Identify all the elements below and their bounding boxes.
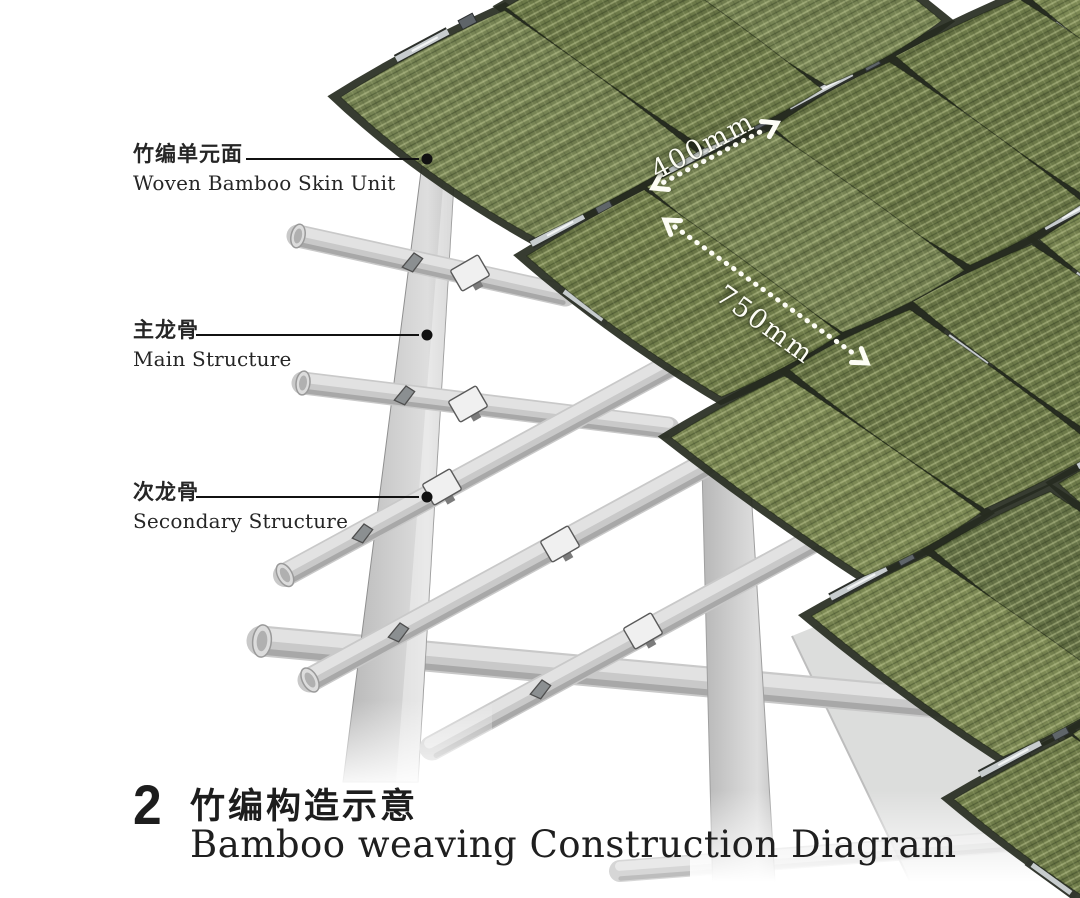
tube-bracket-clip <box>351 523 374 544</box>
tube-end-cap <box>300 667 320 693</box>
figure-title-en: Bamboo weaving Construction Diagram <box>190 823 957 866</box>
tube-end-cap <box>295 370 311 396</box>
callout-leader-lines <box>196 153 433 503</box>
callout-main-structure: 主龙骨 Main Structure <box>133 318 292 372</box>
tube-bracket-clip <box>393 385 416 406</box>
tube-end-cap <box>275 562 295 588</box>
woven-bamboo-panels <box>340 0 1080 895</box>
leader-dot <box>421 153 433 165</box>
secondary-structure-tube <box>286 223 577 307</box>
tube-bracket-clip <box>401 252 424 273</box>
tube-end-cap <box>251 624 273 658</box>
tube-bracket-clip <box>529 679 552 700</box>
callout-zh-label: 主龙骨 <box>133 319 199 342</box>
callout-en-label: Woven Bamboo Skin Unit <box>133 171 396 196</box>
dimension-arrows <box>648 119 871 366</box>
dimension-arrow-400mm <box>648 119 782 192</box>
panel-clip-plate <box>623 612 663 650</box>
dimension-arrow-750mm <box>661 217 871 366</box>
callout-secondary-structure: 次龙骨 Secondary Structure <box>133 480 348 534</box>
leader-dot <box>421 491 433 503</box>
panel-clip-plate <box>540 525 580 563</box>
panel-clip-plate <box>448 385 488 423</box>
callout-zh-label: 竹编单元面 <box>133 143 243 166</box>
panel-clip-plate <box>450 254 490 292</box>
callout-en-label: Secondary Structure <box>133 509 349 534</box>
callout-zh-label: 次龙骨 <box>133 481 199 504</box>
callout-en-label: Main Structure <box>133 347 292 372</box>
secondary-structure-tube <box>297 430 758 693</box>
figure-title-zh: 竹编构造示意 <box>190 787 419 826</box>
fade-overlay <box>322 700 492 808</box>
callout-woven-bamboo-skin-unit: 竹编单元面 Woven Bamboo Skin Unit <box>133 142 395 196</box>
leader-dot <box>421 329 433 341</box>
tube-bracket-clip <box>387 622 410 643</box>
figure-number: 2 <box>133 773 162 836</box>
tube-end-cap <box>290 223 306 249</box>
